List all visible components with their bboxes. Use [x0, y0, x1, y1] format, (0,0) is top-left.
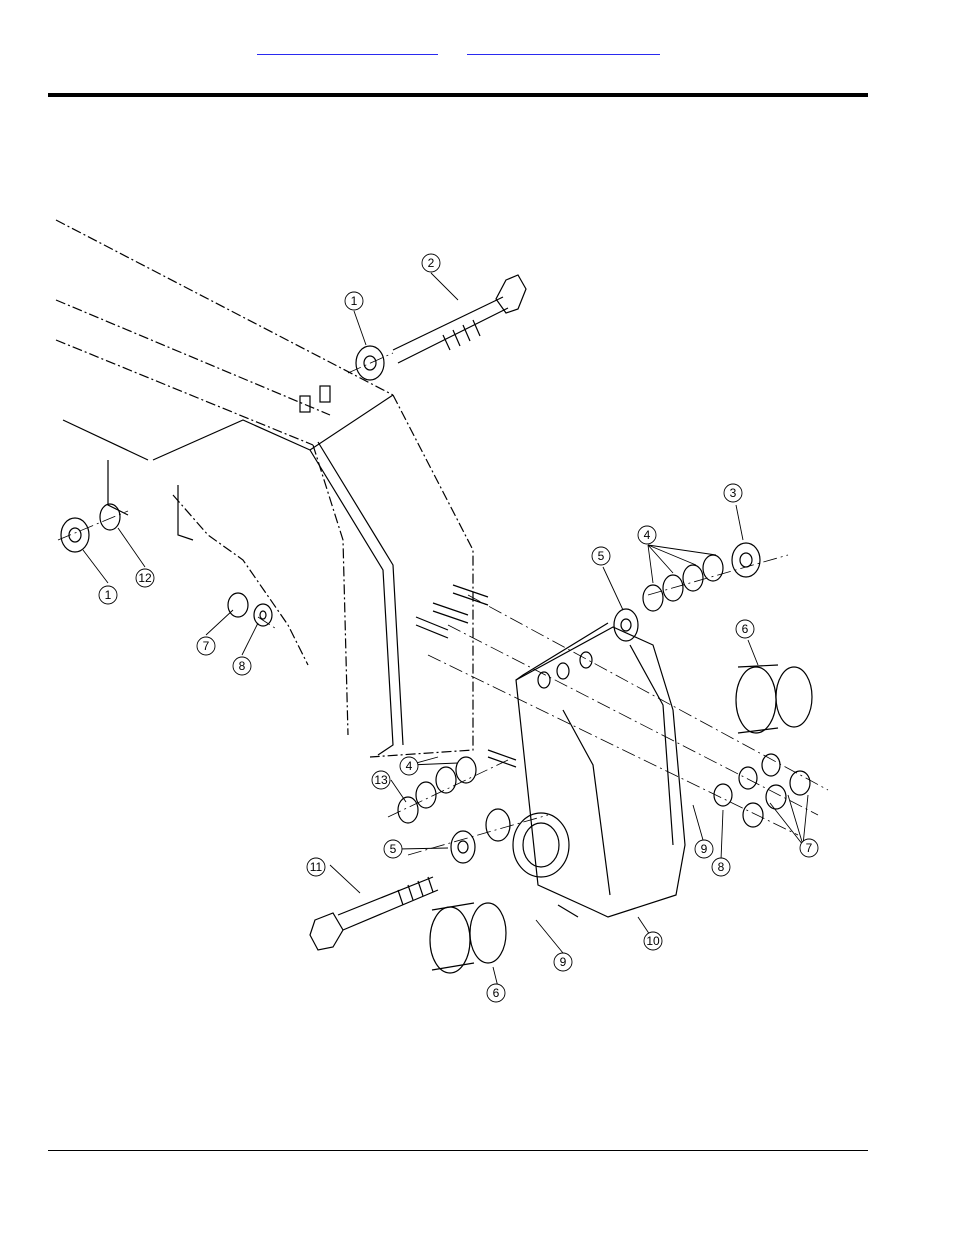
callout-9-right: 9 [695, 840, 713, 858]
svg-text:12: 12 [138, 571, 152, 585]
flat-washer-lower [451, 831, 475, 863]
svg-text:5: 5 [390, 842, 397, 856]
svg-text:8: 8 [239, 659, 246, 673]
leader-lines [83, 273, 808, 987]
bolt-lower [310, 877, 438, 950]
callout-5-lower: 5 [384, 840, 402, 858]
flat-washer-right [614, 609, 638, 641]
callout-7-right: 7 [800, 839, 818, 857]
callout-6-lower: 6 [487, 984, 505, 1002]
nut-right [732, 543, 760, 577]
callout-6-right: 6 [736, 620, 754, 638]
bushing-right [736, 665, 812, 733]
svg-text:13: 13 [374, 773, 388, 787]
header-link-1[interactable] [257, 38, 438, 55]
footer-rule [48, 1150, 868, 1151]
svg-text:6: 6 [742, 622, 749, 636]
frame-arm [56, 220, 473, 757]
svg-text:9: 9 [560, 955, 567, 969]
callout-2: 2 [422, 254, 440, 272]
callout-12: 12 [136, 569, 154, 587]
callout-1-upper: 1 [345, 292, 363, 310]
bolt-upper [393, 275, 526, 363]
callout-4-lower: 4 [400, 757, 418, 775]
callout-3: 3 [724, 484, 742, 502]
svg-text:5: 5 [598, 549, 605, 563]
washer-small-left [254, 604, 272, 626]
ring-left [100, 504, 120, 530]
nut-left [61, 518, 89, 552]
svg-text:1: 1 [351, 294, 358, 308]
svg-text:2: 2 [428, 256, 435, 270]
svg-text:11: 11 [310, 860, 323, 874]
nuts-small-right [743, 771, 810, 827]
callout-8-right: 8 [712, 858, 730, 876]
parts-exploded-diagram: 1 2 1 12 7 8 3 4 5 6 4 13 5 11 9 8 7 10 … [48, 205, 838, 1010]
svg-text:6: 6 [493, 986, 500, 1000]
bushing-lower [430, 903, 506, 973]
callout-8-left: 8 [233, 657, 251, 675]
svg-text:1: 1 [105, 588, 112, 602]
spring-washers-right [643, 555, 723, 611]
svg-text:8: 8 [718, 860, 725, 874]
callout-11: 11 [307, 858, 325, 876]
svg-text:7: 7 [806, 841, 813, 855]
callout-1-left: 1 [99, 586, 117, 604]
svg-text:10: 10 [646, 934, 660, 948]
frame-studs [416, 585, 516, 767]
callout-9-lower: 9 [554, 953, 572, 971]
callout-13: 13 [372, 771, 390, 789]
pivot-boss [486, 809, 569, 877]
callout-5-right: 5 [592, 547, 610, 565]
svg-text:7: 7 [203, 639, 210, 653]
callout-7-left: 7 [197, 637, 215, 655]
header-link-2[interactable] [467, 38, 660, 55]
callout-10: 10 [644, 932, 662, 950]
header-rule [48, 93, 868, 97]
svg-text:4: 4 [406, 759, 413, 773]
svg-text:3: 3 [730, 486, 737, 500]
svg-text:9: 9 [701, 842, 708, 856]
frame-edges [63, 386, 403, 755]
svg-text:4: 4 [644, 528, 651, 542]
callout-4-right: 4 [638, 526, 656, 544]
nut-small-left [228, 593, 248, 617]
washers-small-right [714, 754, 780, 806]
